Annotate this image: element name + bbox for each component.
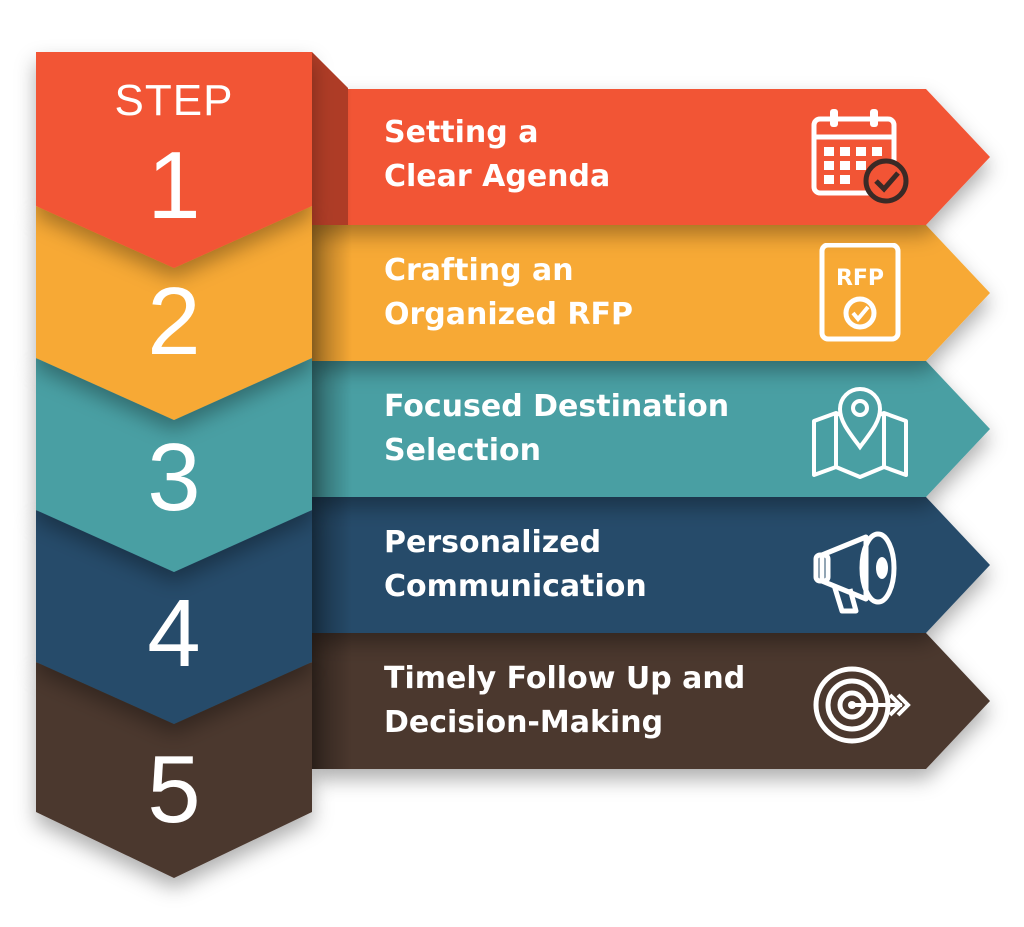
step-number-5: 5 <box>147 736 201 843</box>
step-number-2: 2 <box>147 268 201 375</box>
step-label-5: Timely Follow Up and Decision-Making <box>384 657 784 745</box>
step-label-2: Crafting an Organized RFP <box>384 249 784 337</box>
step-label-5-line2: Decision-Making <box>384 705 664 740</box>
step-label-4: Personalized Communication <box>384 521 784 609</box>
step-label-4-line2: Communication <box>384 569 647 604</box>
map-pin-icon <box>812 387 908 479</box>
chevron-4 <box>36 510 312 724</box>
calendar-check-icon <box>811 109 909 204</box>
step-label-2-line1: Crafting an <box>384 253 574 288</box>
column-fold <box>312 52 348 225</box>
arrow-3 <box>312 361 990 497</box>
megaphone-icon <box>813 531 897 614</box>
step-label-1-line1: Setting a <box>384 115 539 150</box>
step-label-4-line1: Personalized <box>384 525 602 560</box>
step-label-1-line2: Clear Agenda <box>384 159 611 194</box>
step-label-3-line1: Focused Destination <box>384 389 730 424</box>
step-label-2-line2: Organized RFP <box>384 297 633 332</box>
chevron-1 <box>36 52 312 268</box>
rfp-icon-text: RFP <box>836 266 884 291</box>
chevron-5 <box>36 662 312 878</box>
target-icon <box>813 666 911 744</box>
step-number-4: 4 <box>147 580 201 687</box>
step-label-1: Setting a Clear Agenda <box>384 111 784 199</box>
step-label-3-line2: Selection <box>384 433 541 468</box>
step-label-3: Focused Destination Selection <box>384 385 784 473</box>
arrow-5 <box>312 633 990 769</box>
chevron-3 <box>36 358 312 572</box>
arrow-4 <box>312 497 990 633</box>
step-heading: STEP <box>114 76 234 125</box>
rfp-document-icon: RFP <box>819 243 901 342</box>
step-number-1: 1 <box>147 132 201 239</box>
step-label-5-line1: Timely Follow Up and <box>384 661 746 696</box>
chevron-2 <box>36 206 312 420</box>
step-number-3: 3 <box>147 424 201 531</box>
